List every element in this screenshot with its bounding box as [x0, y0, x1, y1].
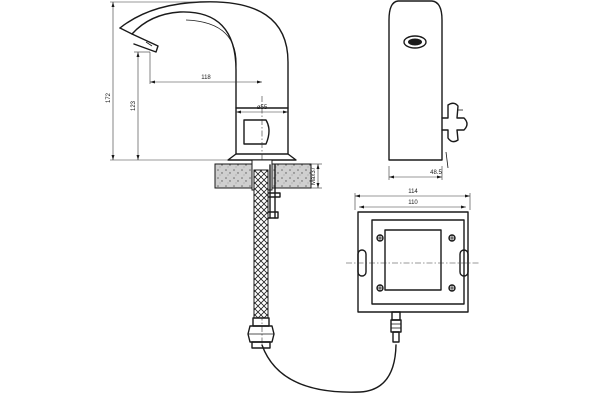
dimension-body-diameter: ø55	[257, 105, 268, 111]
dimension-spout-height: 123	[131, 100, 137, 111]
dimension-overall-height: 172	[106, 92, 112, 103]
hose-fitting	[247, 317, 275, 349]
dimension-spout-reach: 118	[201, 75, 211, 81]
control-box: 114 110	[346, 189, 480, 343]
front-dimensions: 172 123 118 ø55 Max37	[106, 1, 322, 189]
dimension-max-counter: Max37	[311, 166, 317, 185]
mounting-assembly	[253, 164, 281, 319]
dimension-box-outer: 114	[408, 189, 418, 195]
dimension-side-width: 48.5	[430, 170, 442, 176]
sensor-cable	[261, 344, 397, 393]
side-view-faucet: 48.5	[388, 0, 468, 180]
dimension-box-inner: 110	[408, 200, 418, 206]
